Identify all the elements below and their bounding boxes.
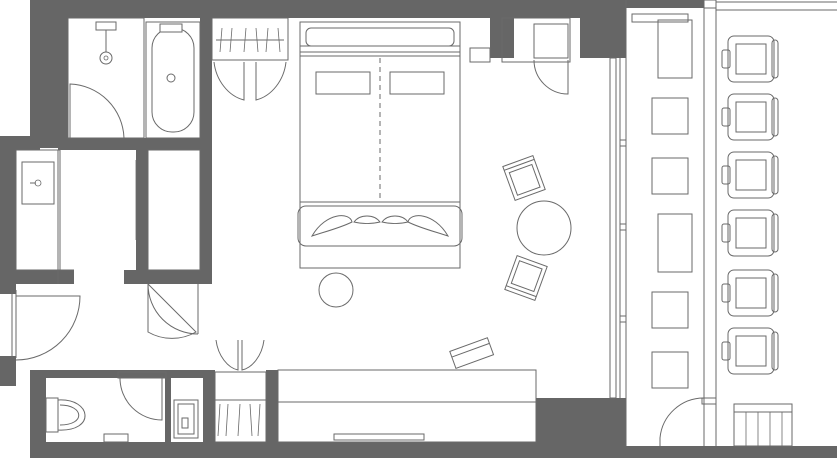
- wall-balcony-top: [626, 0, 716, 8]
- toilet-icon: [45, 397, 86, 433]
- wall-column-top-right: [580, 0, 626, 58]
- entry-door-swing: [15, 295, 81, 361]
- desk-icon: [277, 337, 537, 443]
- lounge-chair-icon: [721, 93, 779, 141]
- wall-corridor-left: [0, 136, 16, 294]
- lounge-chairs: [721, 35, 779, 375]
- armchair-icon: [504, 254, 548, 302]
- toilet-room: [45, 371, 199, 443]
- shower-icon: [95, 21, 117, 65]
- wardrobe-bottom: [214, 339, 267, 443]
- lounge-chair-icon: [721, 327, 779, 375]
- window-wall: [609, 0, 627, 446]
- wall-outer-left-bottom: [30, 370, 46, 458]
- armchair-icon: [502, 154, 546, 202]
- wall-bath-lower: [58, 138, 212, 150]
- cabinet-top-right: [469, 17, 571, 95]
- wardrobe-top: [211, 17, 289, 101]
- wall-outer-left-upper: [30, 0, 68, 148]
- closet-door-swing: [147, 282, 197, 339]
- lounge-chair-icon: [721, 269, 779, 317]
- sink-icon: [173, 399, 199, 439]
- toilet-accessory: [103, 433, 129, 443]
- bathtub-icon: [145, 21, 201, 139]
- lounge-chair-icon: [721, 35, 779, 83]
- bathroom: [67, 17, 201, 139]
- wall-balcony-bottom: [626, 446, 837, 458]
- round-table-icon: [516, 200, 572, 256]
- wall-shower-col: [136, 138, 148, 284]
- wall-closet2-left: [203, 370, 215, 458]
- bed-icon: [297, 21, 463, 308]
- wall-closet-right: [200, 138, 212, 284]
- seating-area: [502, 154, 572, 302]
- wall-bath-divider: [200, 0, 212, 150]
- wall-closet2-right: [266, 370, 278, 458]
- balcony-cabinets: [631, 13, 717, 446]
- bath-door-swing: [69, 83, 125, 139]
- armchair-icon: [449, 337, 495, 369]
- wall-closet-bottom: [124, 270, 212, 284]
- wall-toilet-right: [165, 378, 171, 442]
- wall-corridor-top: [0, 136, 40, 150]
- toilet-door-swing: [119, 376, 163, 421]
- balcony-steps: [733, 403, 793, 447]
- closet-shower: [135, 149, 201, 271]
- vanity: [15, 149, 61, 271]
- wall-bath-bottom: [30, 370, 210, 378]
- corridor-doors: [11, 282, 199, 361]
- wall-column-bottom-right: [536, 398, 626, 458]
- lounge-chair-icon: [721, 151, 779, 199]
- wall-washroom-bottom: [14, 270, 74, 284]
- ottoman: [318, 272, 354, 308]
- lounge-chair-icon: [721, 209, 779, 257]
- wall-outer-bottom: [30, 442, 625, 458]
- washroom: [15, 149, 74, 284]
- balcony-rail: [703, 0, 837, 446]
- wall-left-lower: [0, 356, 16, 386]
- wall-outer-top: [30, 0, 625, 18]
- sink-icon: [21, 161, 55, 205]
